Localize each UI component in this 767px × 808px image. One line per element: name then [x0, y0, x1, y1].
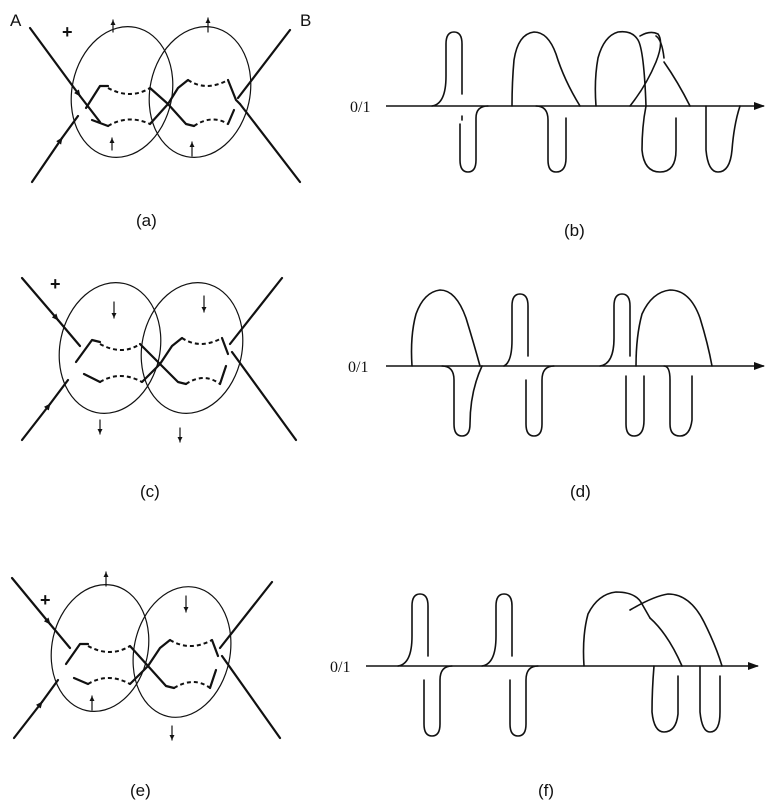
strand-left-lower-c — [20, 378, 70, 442]
strand-left-lower — [30, 114, 80, 184]
caption-e: (e) — [130, 781, 151, 800]
loop-ellipse-left-c — [58, 282, 162, 414]
caption-a: (a) — [136, 211, 157, 230]
strand-left-upper-e — [10, 576, 72, 650]
crossing-band — [84, 78, 242, 128]
strand-right-upper-c — [228, 276, 284, 346]
strand-right-upper-e — [218, 580, 274, 650]
panel-a-tangle: A B + — [10, 11, 311, 184]
twist-arcs-b — [431, 30, 741, 173]
strand-right-lower-c — [230, 350, 298, 442]
caption-b: (b) — [564, 221, 585, 240]
plus-sign-a: + — [62, 22, 73, 42]
loop-ellipse-left-e — [50, 584, 150, 712]
crossing-band-c — [74, 336, 230, 386]
panel-d-continued-fraction: 0/1 — [348, 289, 765, 437]
axis-label-f: 0/1 — [330, 659, 350, 676]
strand-left-upper-c — [20, 276, 82, 348]
twist-arcs-d — [410, 289, 713, 437]
loop-ellipse-right-c — [140, 282, 244, 414]
twist-arrows-e — [89, 571, 189, 741]
axis-label-b: 0/1 — [350, 99, 370, 116]
strand-right-upper — [236, 28, 292, 100]
panel-c-tangle: + — [20, 274, 298, 443]
loop-ellipse-right — [148, 26, 252, 158]
caption-c: (c) — [140, 482, 160, 501]
plus-sign-e: + — [40, 590, 51, 610]
strand-left-upper — [28, 26, 102, 124]
panel-f-continued-fraction: 0/1 — [330, 591, 759, 737]
plus-sign-c: + — [50, 274, 61, 294]
strand-right-lower-e — [220, 654, 282, 740]
strand-left-lower-e — [12, 678, 60, 740]
caption-f: (f) — [538, 781, 554, 800]
loop-ellipse-right-e — [132, 586, 232, 718]
point-label-a: A — [10, 11, 22, 30]
strand-right-lower — [238, 102, 302, 184]
panel-b-continued-fraction: 0/1 — [350, 30, 765, 173]
point-label-b: B — [300, 11, 311, 30]
caption-d: (d) — [570, 482, 591, 501]
loop-ellipse-left — [70, 26, 174, 158]
twist-arcs-f — [397, 591, 723, 737]
crossing-band-e — [64, 638, 220, 690]
twist-arrows-c — [97, 295, 207, 443]
axis-label-d: 0/1 — [348, 359, 368, 376]
panel-e-tangle: + — [10, 571, 282, 741]
twist-arrows-a — [109, 17, 211, 157]
